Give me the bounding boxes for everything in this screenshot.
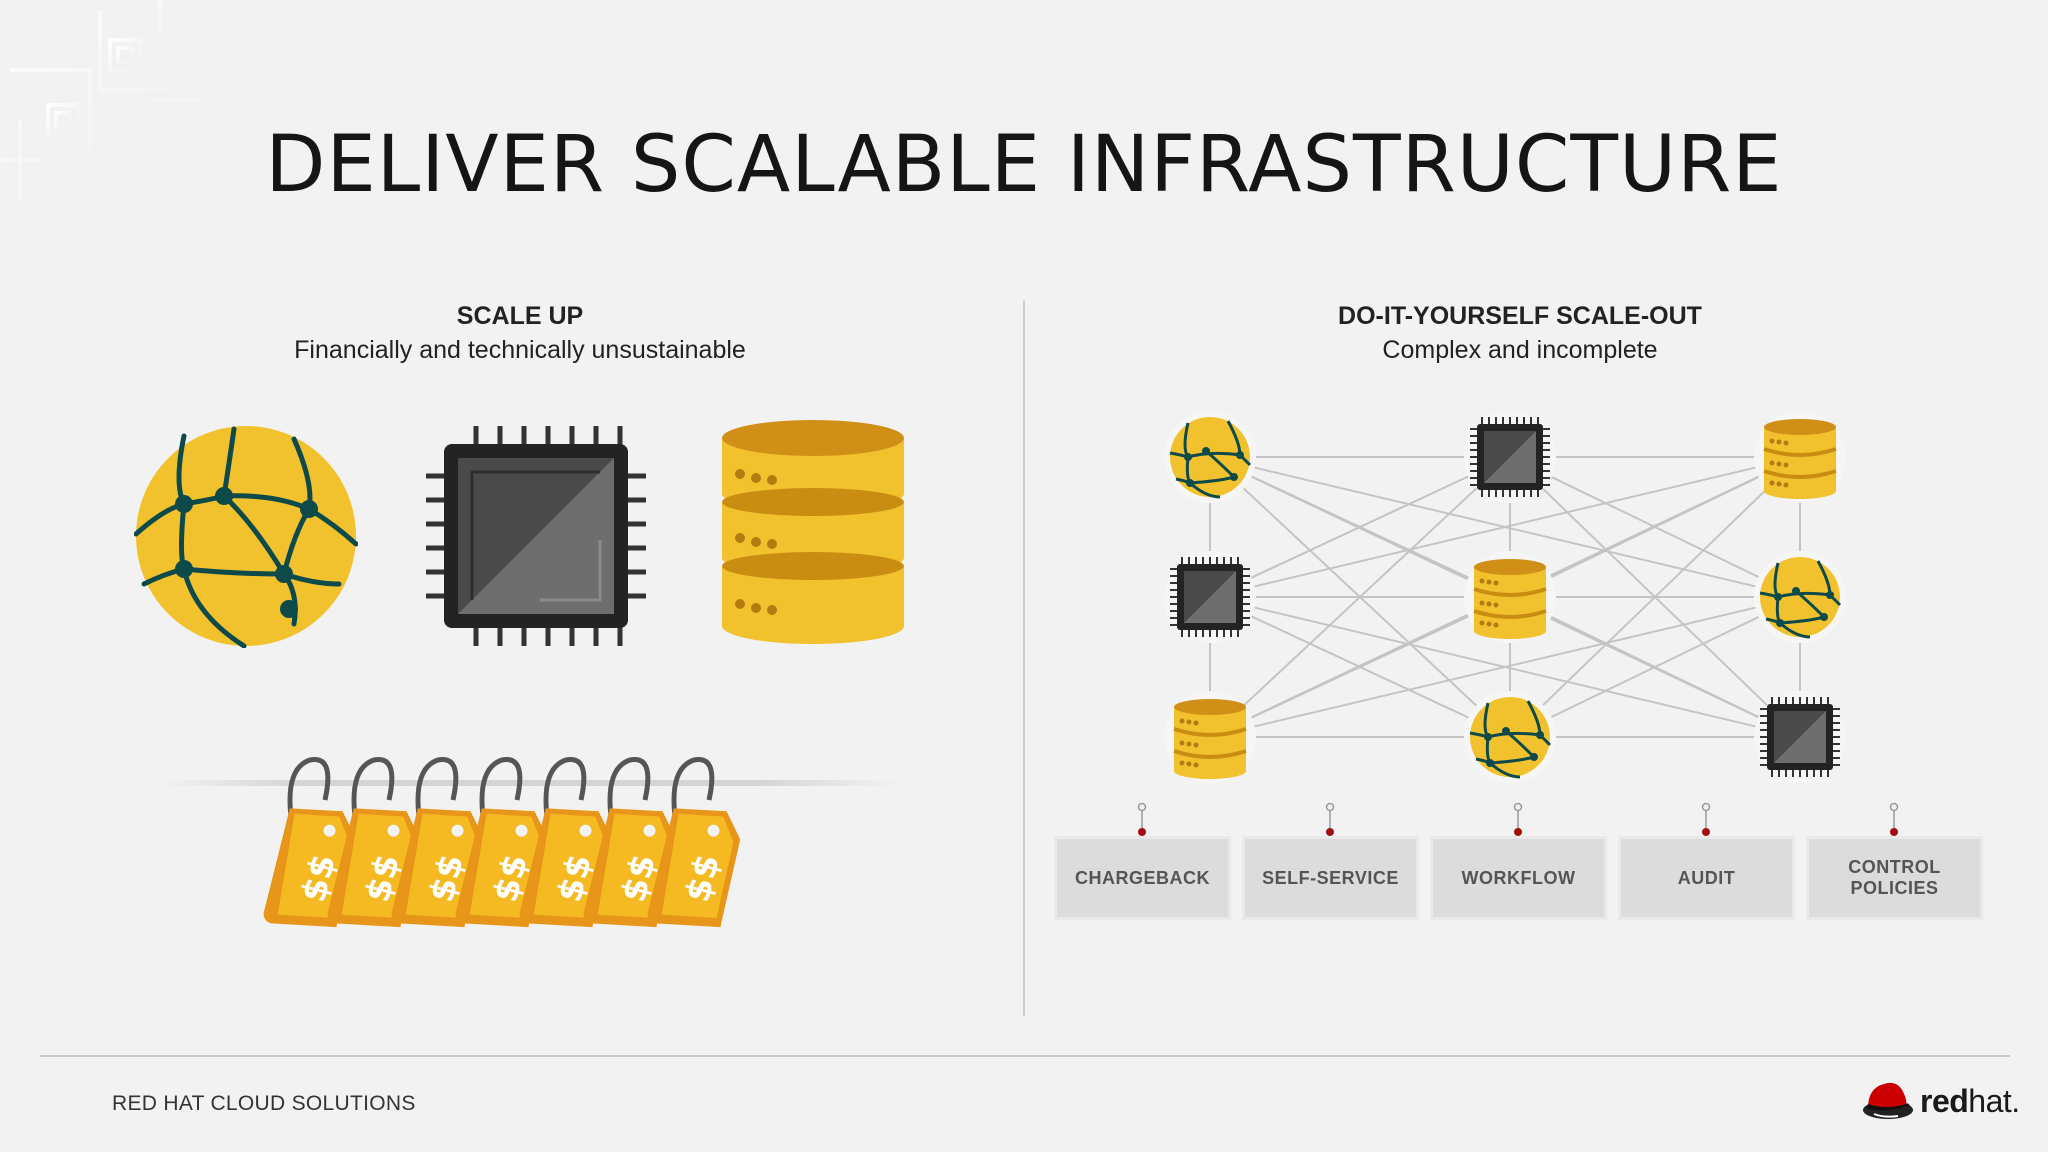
network-link	[1209, 596, 1801, 738]
capability-box: AUDIT	[1618, 836, 1795, 920]
capability-label: CHARGEBACK	[1075, 867, 1210, 888]
globe-icon	[134, 426, 358, 648]
network-link	[1509, 596, 1801, 738]
network-link	[1209, 456, 1801, 598]
database-icon	[1473, 559, 1547, 639]
cpu-chip-icon	[426, 426, 646, 646]
database-icon	[722, 420, 904, 644]
network-link	[1209, 596, 1511, 738]
connector-pin	[1325, 802, 1335, 836]
scale-out-network-diagram	[1164, 411, 1846, 783]
column-divider	[1023, 300, 1025, 1016]
database-icon	[1173, 699, 1247, 779]
cpu-chip-icon	[1470, 417, 1550, 497]
price-tag: $$	[646, 760, 748, 939]
footer-rule	[40, 1055, 2010, 1057]
capability-label: CONTROL POLICIES	[1848, 857, 1941, 898]
globe-icon	[1169, 417, 1252, 499]
database-icon	[1763, 419, 1837, 499]
capability-label: WORKFLOW	[1461, 867, 1576, 888]
corner-maze-pattern	[0, 0, 200, 200]
slide-title: DELIVER SCALABLE INFRASTRUCTURE	[265, 120, 1783, 210]
connector-pin	[1513, 802, 1523, 836]
capability-box: SELF-SERVICE	[1242, 836, 1419, 920]
globe-icon	[1469, 697, 1552, 779]
capability-label: SELF-SERVICE	[1262, 867, 1399, 888]
price-tags-illustration: $$$$$$$$$$$$$$	[160, 750, 900, 970]
connector-pin	[1889, 802, 1899, 836]
connector-pin	[1137, 802, 1147, 836]
capability-box: WORKFLOW	[1430, 836, 1607, 920]
capability-box: CONTROL POLICIES	[1806, 836, 1983, 920]
connector-pin	[1701, 802, 1711, 836]
red-hat-wordmark: redhat.	[1920, 1083, 2020, 1119]
footer-text: RED HAT CLOUD SOLUTIONS	[112, 1092, 416, 1115]
globe-icon	[1759, 557, 1842, 639]
cpu-chip-icon	[1760, 697, 1840, 777]
diy-scale-out-subheading: Complex and incomplete	[1382, 336, 1658, 364]
network-link	[1209, 456, 1511, 598]
capability-label: AUDIT	[1677, 867, 1736, 888]
scale-up-subheading: Financially and technically unsustainabl…	[294, 336, 746, 364]
cpu-chip-icon	[1170, 557, 1250, 637]
red-hat-logo-icon	[1863, 1082, 1913, 1119]
diy-scale-out-heading: DO-IT-YOURSELF SCALE-OUT	[1338, 302, 1702, 330]
scale-up-heading: SCALE UP	[456, 302, 584, 330]
capability-box: CHARGEBACK	[1054, 836, 1231, 920]
